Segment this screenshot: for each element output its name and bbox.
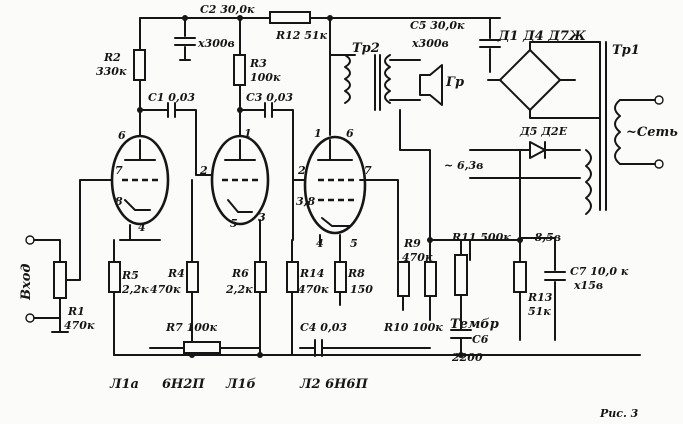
c5-label: C5 30,0к (410, 19, 465, 32)
tube-l1-type-label: 6Н2П (162, 377, 205, 392)
r14-label: R14 (300, 267, 325, 280)
r4-value: 470к (150, 283, 181, 296)
c6-value: 2200 (452, 351, 483, 364)
c1-label: C1 0,03 (148, 91, 196, 104)
r1-value: 470к (64, 319, 95, 332)
pin-label: 5 (350, 237, 358, 250)
r8-label: R8 (348, 267, 365, 280)
resistor-r12 (269, 11, 311, 24)
pin-label: 4 (316, 237, 324, 250)
tube-l1b (210, 134, 270, 226)
resistor-r8 (334, 261, 347, 293)
speaker-label: Гр (446, 75, 465, 90)
tube-l1a-label: Л1а (110, 377, 139, 392)
r9-value: 470к (402, 251, 433, 264)
pin-label: 6 (118, 129, 126, 142)
r14-value: 470к (298, 283, 329, 296)
pin-label: 7 (364, 164, 372, 177)
resistor-r3 (233, 54, 246, 86)
r2-value: 330к (96, 65, 127, 78)
c6-label: C6 (472, 333, 489, 346)
pin-label: 8 (115, 195, 123, 208)
tr2-label: Тр2 (352, 41, 380, 56)
diode-bridge (499, 49, 561, 111)
negative-voltage-label: -8,5в (530, 231, 561, 244)
tube-l1b-label: Л1б (226, 377, 256, 392)
c7-value: x15в (574, 279, 604, 292)
filament-voltage-label: ~ 6,3в (444, 159, 484, 172)
pin-label: 2 (200, 164, 208, 177)
c7-label: C7 10,0 к (570, 265, 629, 278)
r6-value: 2,2к (226, 283, 253, 296)
speaker (419, 64, 443, 106)
c3-label: C3 0,03 (246, 91, 294, 104)
pin-label: 4 (138, 221, 146, 234)
input-label: Вход (19, 263, 34, 300)
r8-value: 150 (350, 283, 373, 296)
resistor-r7 (183, 341, 221, 354)
resistor-r13 (513, 261, 527, 293)
r13-label: R13 (528, 291, 553, 304)
r4-label: R4 (168, 267, 185, 280)
r10-label: R10 100к (384, 321, 443, 334)
r1-label: R1 (68, 305, 85, 318)
resistor-r10 (424, 261, 437, 297)
resistor-r2 (133, 49, 146, 81)
tone-label: Тембр (450, 317, 499, 332)
pin-label: 7 (115, 164, 123, 177)
r5-label: R5 (122, 269, 139, 282)
pin-label: 3 (258, 211, 266, 224)
pin-label: 1 (244, 127, 252, 140)
pin-label: 6 (346, 127, 354, 140)
r3-label: R3 (250, 57, 267, 70)
pin-label: 5 (230, 217, 238, 230)
c2-value: x300в (198, 37, 235, 50)
resistor-r9 (397, 261, 410, 297)
resistor-r11 (454, 254, 468, 296)
resistor-r6 (254, 261, 267, 293)
diode5-label: Д5 Д2Е (520, 125, 568, 138)
r13-value: 51к (528, 305, 551, 318)
pin-label: 2 (298, 164, 306, 177)
resistor-r14 (286, 261, 299, 293)
r5-value: 2,2к (122, 283, 149, 296)
r7-label: R7 100к (166, 321, 218, 334)
mains-label: ~Сеть (626, 125, 678, 140)
r11-label: R11 500к (452, 231, 511, 244)
resistor-r5 (108, 261, 121, 293)
tr2-primary (344, 54, 351, 104)
tube-l2-label: Л2 6Н6П (300, 377, 368, 392)
pin-label: 1 (314, 127, 322, 140)
r6-label: R6 (232, 267, 249, 280)
diodes-bridge-label: Д1 Д4 Д7Ж (498, 29, 586, 44)
c5-value: x300в (412, 37, 449, 50)
r3-value: 100к (250, 71, 281, 84)
c2-label: C2 30,0к (200, 3, 255, 16)
resistor-r1 (53, 261, 67, 299)
r9-label: R9 (404, 237, 421, 250)
tr1-core (599, 41, 607, 211)
figure-caption: Рис. 3 (600, 407, 639, 420)
r2-label: R2 (104, 51, 121, 64)
tr1-label: Тр1 (612, 43, 640, 58)
resistor-r4 (186, 261, 199, 293)
pin-label: 3,8 (296, 195, 316, 208)
r12-label: R12 51к (276, 29, 328, 42)
tube-l2 (303, 135, 367, 235)
c4-label: C4 0,03 (300, 321, 348, 334)
